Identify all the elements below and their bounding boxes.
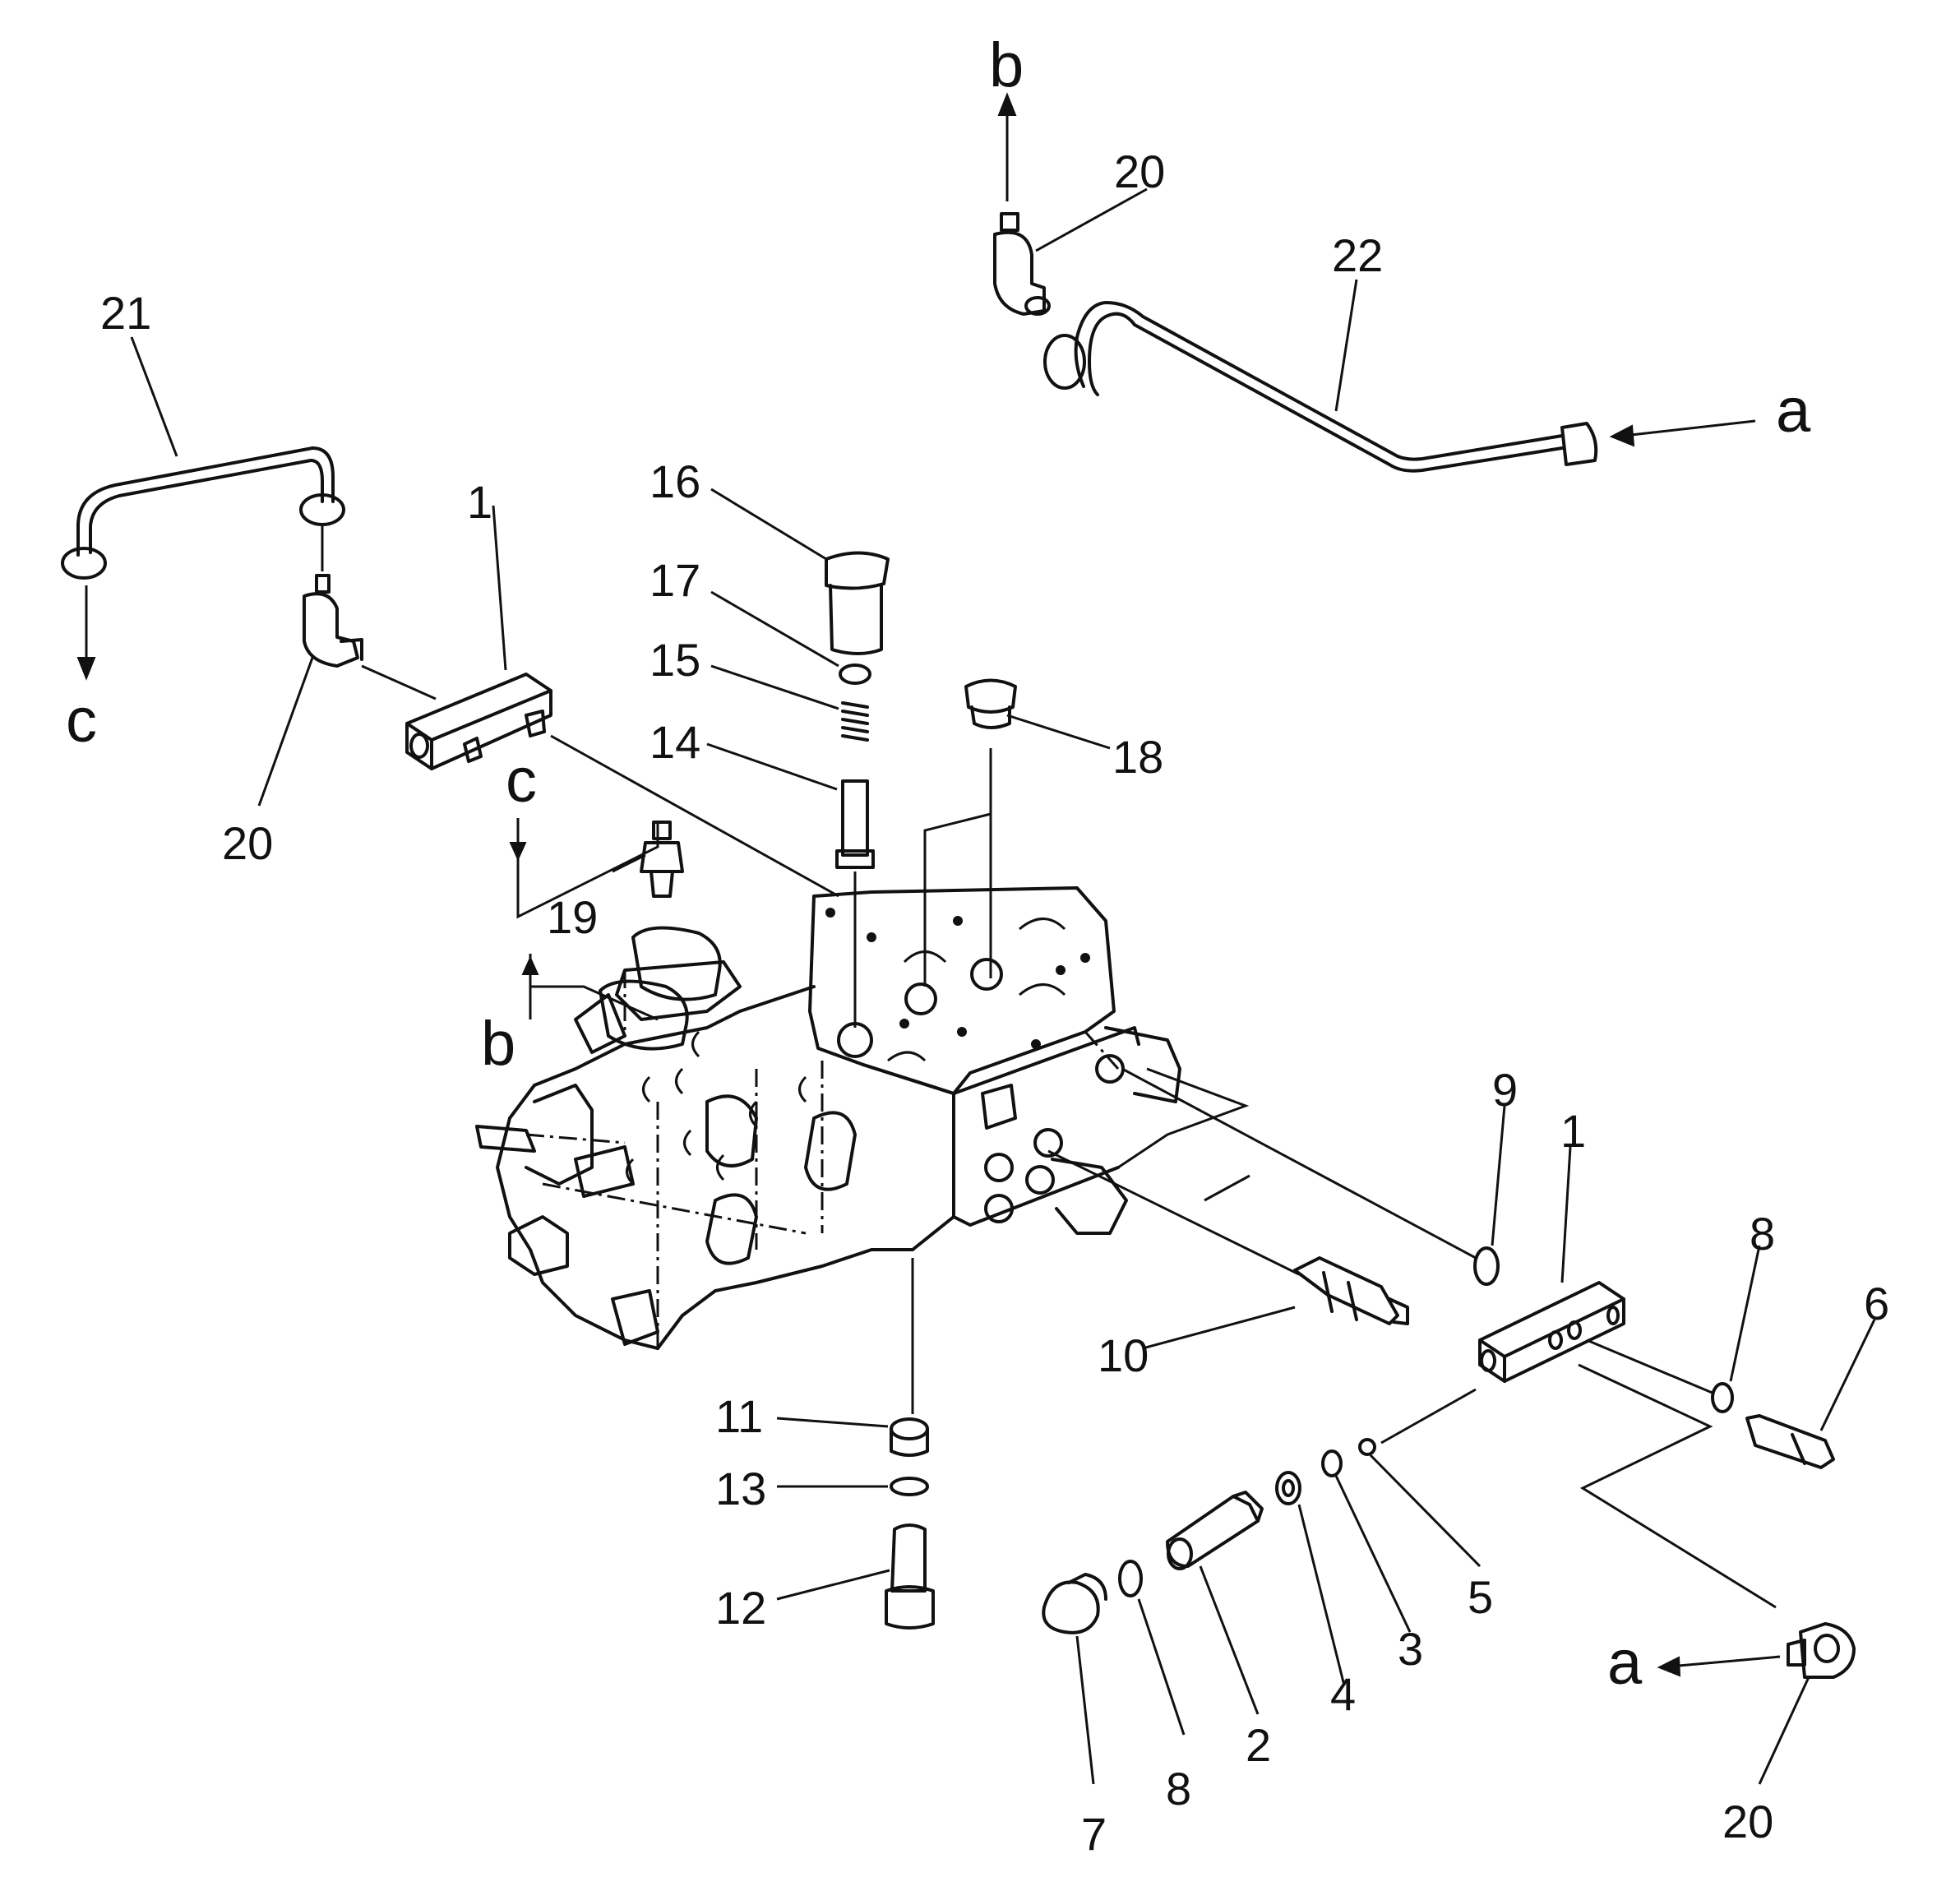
spring-washers-3-4-5 — [1275, 1438, 1376, 1505]
o-ring-17 — [839, 663, 871, 685]
callout-20-left: 20 — [222, 817, 273, 869]
fitting-19 — [640, 821, 684, 898]
callout-3: 3 — [1398, 1623, 1423, 1675]
callout-5: 5 — [1468, 1571, 1493, 1623]
callout-21: 21 — [100, 287, 151, 339]
callout-numbers: 21 20 22 1 20 16 17 15 14 18 19 9 1 8 6 … — [100, 146, 1889, 1860]
callout-8-right: 8 — [1750, 1208, 1775, 1260]
connector-b-mid: b — [481, 1009, 515, 1079]
elbow-fitting-20-bottom-right — [1787, 1622, 1856, 1679]
plug-18 — [964, 678, 1017, 729]
pipe-21 — [61, 446, 345, 580]
callout-1-right: 1 — [1560, 1105, 1586, 1157]
assembly-lines — [361, 664, 1777, 1609]
sleeve-11 — [890, 1417, 929, 1457]
connector-a-bottom: a — [1607, 1628, 1643, 1698]
callout-2: 2 — [1246, 1719, 1271, 1771]
spool-2 — [1166, 1491, 1264, 1570]
callout-10: 10 — [1098, 1329, 1149, 1381]
elbow-fitting-20-top — [993, 212, 1051, 316]
junction-block-1-left — [405, 673, 552, 770]
connector-c-mid: c — [506, 746, 537, 816]
spool-14 — [835, 779, 875, 869]
callout-leaders — [130, 187, 1876, 1785]
junction-block-1-right — [1478, 1281, 1625, 1383]
valve-ports-b — [599, 926, 722, 1051]
elbow-fitting-20-left — [303, 526, 363, 668]
o-ring-8-right — [1711, 1382, 1734, 1413]
callout-8-bottom: 8 — [1166, 1763, 1191, 1815]
pipe-22 — [1043, 301, 1598, 473]
callout-1-left: 1 — [467, 476, 492, 528]
control-valve-body — [475, 886, 1181, 1350]
plug-16 — [825, 551, 890, 655]
connector-letters: b a c c b a — [66, 30, 1811, 1698]
callout-13: 13 — [715, 1463, 766, 1514]
connector-b-top: b — [989, 30, 1024, 100]
callout-11: 11 — [715, 1390, 763, 1442]
callout-20-bottom: 20 — [1722, 1796, 1773, 1847]
callout-12: 12 — [715, 1582, 766, 1634]
callout-19: 19 — [547, 891, 598, 943]
connector-c-left: c — [66, 686, 97, 756]
plug-7 — [1042, 1573, 1107, 1634]
callout-16: 16 — [649, 455, 700, 507]
callout-20-top: 20 — [1114, 146, 1165, 197]
sensor-10 — [1293, 1256, 1409, 1325]
plug-12 — [885, 1523, 935, 1630]
o-ring-8-bottom — [1118, 1560, 1143, 1597]
o-ring-13 — [890, 1477, 929, 1496]
callout-14: 14 — [649, 716, 700, 768]
callout-7: 7 — [1081, 1808, 1107, 1860]
callout-9: 9 — [1492, 1064, 1518, 1116]
callout-18: 18 — [1112, 731, 1163, 783]
connector-a-top: a — [1776, 376, 1811, 446]
spring-15 — [841, 701, 869, 742]
bolt-6 — [1745, 1414, 1835, 1469]
callout-22: 22 — [1332, 229, 1383, 281]
callout-6: 6 — [1864, 1278, 1889, 1329]
callout-17: 17 — [649, 554, 700, 606]
callout-15: 15 — [649, 634, 700, 686]
callout-4: 4 — [1330, 1668, 1356, 1720]
o-ring-9 — [1473, 1246, 1500, 1286]
connector-arrows — [76, 92, 1781, 1677]
